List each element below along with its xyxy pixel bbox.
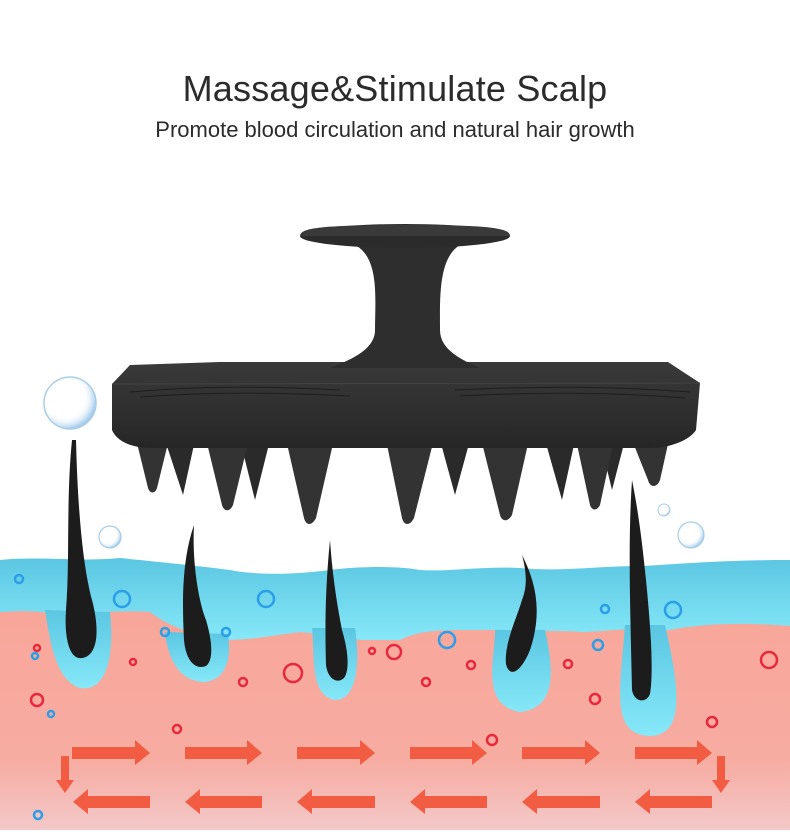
circulation-arrows [56,740,730,814]
subheadline: Promote blood circulation and natural ha… [155,117,635,142]
scalp-massager-brush [111,224,701,524]
headline: Massage&Stimulate Scalp [182,68,608,109]
red-bubbles [29,643,779,747]
blue-bubbles [13,573,683,821]
hair-strands [65,440,652,701]
arrow-row-left [73,789,712,814]
water-bubbles [43,376,705,549]
arrow-row-right [72,740,712,765]
